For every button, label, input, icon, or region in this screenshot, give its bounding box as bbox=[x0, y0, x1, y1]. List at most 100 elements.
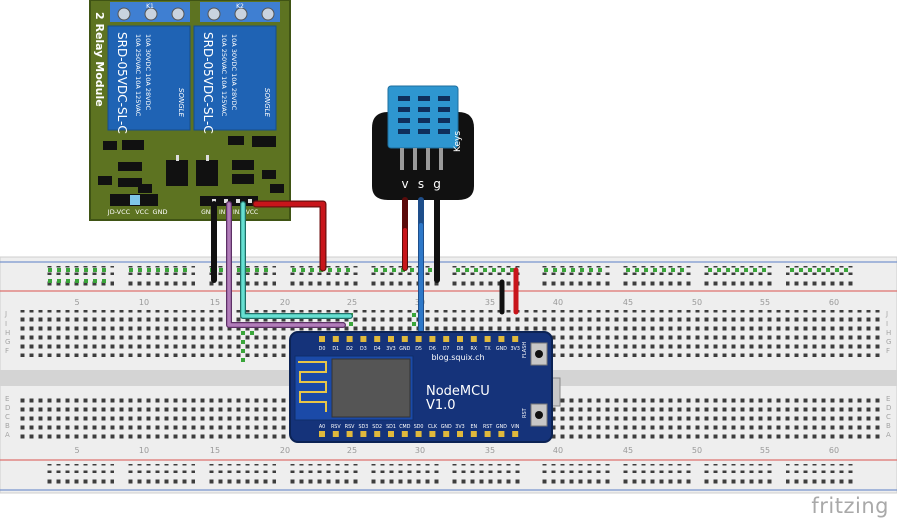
row-letter: E bbox=[5, 395, 9, 403]
nodemcu-pin bbox=[388, 431, 394, 437]
connected-hole bbox=[246, 268, 250, 272]
relay-tag-k1: K1 bbox=[146, 3, 154, 10]
nodemcu-pin bbox=[319, 336, 325, 342]
connected-hole bbox=[301, 268, 305, 272]
connected-hole bbox=[84, 279, 88, 283]
row-letters: J I H G F E D C B A J I H G F E D C B A bbox=[4, 310, 891, 439]
connected-hole bbox=[102, 268, 106, 272]
connected-hole bbox=[580, 268, 584, 272]
connected-hole bbox=[93, 279, 97, 283]
connected-hole bbox=[250, 331, 254, 335]
row-letter: H bbox=[5, 329, 10, 337]
connected-hole bbox=[292, 268, 296, 272]
connected-hole bbox=[328, 268, 332, 272]
connected-hole bbox=[544, 268, 548, 272]
connected-hole bbox=[241, 349, 245, 353]
nodemcu-pin-label: 3V3 bbox=[455, 424, 464, 430]
connected-hole bbox=[57, 268, 61, 272]
connected-hole bbox=[156, 268, 160, 272]
connected-hole bbox=[835, 268, 839, 272]
row-letter: A bbox=[886, 431, 891, 439]
header-pin-label: GND bbox=[201, 209, 215, 216]
connected-hole bbox=[501, 268, 505, 272]
column-number-top: 15 bbox=[210, 298, 220, 307]
connected-hole bbox=[75, 268, 79, 272]
connected-hole bbox=[57, 279, 61, 283]
connected-hole bbox=[241, 340, 245, 344]
connected-hole bbox=[174, 268, 178, 272]
connected-hole bbox=[241, 331, 245, 335]
nodemcu-pin-label: SD2 bbox=[372, 424, 382, 430]
board-version: V1.0 bbox=[426, 398, 456, 413]
nodemcu-pin-label: EN bbox=[470, 424, 477, 430]
connected-hole bbox=[662, 268, 666, 272]
nodemcu-pin bbox=[457, 431, 463, 437]
nodemcu-pin-label: A0 bbox=[319, 424, 325, 430]
jumper-label: VCC bbox=[135, 208, 149, 216]
connected-hole bbox=[753, 268, 757, 272]
connected-hole bbox=[708, 268, 712, 272]
nodemcu-pin-label: GND bbox=[496, 424, 507, 430]
jumper-cap bbox=[130, 195, 140, 205]
connected-hole bbox=[571, 268, 575, 272]
connected-hole bbox=[165, 268, 169, 272]
flash-button-cap bbox=[535, 350, 543, 358]
connected-hole bbox=[48, 279, 52, 283]
row-letter: H bbox=[886, 329, 891, 337]
connected-hole bbox=[392, 268, 396, 272]
column-number-bottom: 10 bbox=[139, 446, 149, 455]
relay-model-label: SRD-05VDC-SL-C bbox=[115, 32, 129, 134]
nodemcu-pin bbox=[319, 431, 325, 437]
header-pin-label: IN1 bbox=[219, 209, 229, 216]
row-letter: B bbox=[886, 422, 891, 430]
relay-brand-label: SONGLE bbox=[263, 88, 271, 118]
reset-button-label: RST bbox=[522, 407, 528, 418]
connected-hole bbox=[349, 322, 353, 326]
relay-k2: SRD-05VDC-SL-C 10A 250VAC 10A 125VAC 10A… bbox=[193, 25, 277, 134]
sensor-pin-label: v bbox=[401, 177, 408, 191]
column-number-top: 60 bbox=[829, 298, 839, 307]
board-name: NodeMCU bbox=[426, 384, 490, 399]
nodemcu-pin-label: 3V3 bbox=[511, 346, 520, 352]
row-letter: I bbox=[5, 320, 7, 328]
nodemcu-pin-label: D2 bbox=[346, 346, 353, 352]
nodemcu-pin-label: GND bbox=[399, 346, 410, 352]
nodemcu-pin bbox=[374, 336, 381, 342]
column-number-top: 50 bbox=[692, 298, 702, 307]
nodemcu-pin bbox=[401, 336, 408, 342]
connected-hole bbox=[598, 268, 602, 272]
connected-hole bbox=[510, 268, 514, 272]
connected-hole bbox=[374, 268, 378, 272]
connected-hole bbox=[635, 268, 639, 272]
connected-hole bbox=[844, 268, 848, 272]
nodemcu-pin-label: SD1 bbox=[386, 424, 396, 430]
nodemcu-pin-label: D7 bbox=[443, 346, 450, 352]
module-title: 2 Relay Module bbox=[93, 12, 106, 107]
connected-hole bbox=[346, 268, 350, 272]
connected-hole bbox=[219, 268, 223, 272]
nodemcu-pin-label: RSV bbox=[345, 424, 355, 430]
connected-hole bbox=[653, 268, 657, 272]
row-letter: C bbox=[886, 413, 891, 421]
relay-tag-k2: K2 bbox=[236, 3, 244, 10]
connected-hole bbox=[817, 268, 821, 272]
nodemcu-pin bbox=[457, 336, 463, 342]
row-letter: F bbox=[5, 347, 9, 355]
nodemcu-pin-label: D6 bbox=[429, 346, 436, 352]
connected-hole bbox=[93, 268, 97, 272]
connected-hole bbox=[589, 268, 593, 272]
row-letter: I bbox=[886, 320, 888, 328]
connected-hole bbox=[75, 279, 79, 283]
nodemcu-pin-label: RST bbox=[483, 424, 492, 430]
connected-hole bbox=[717, 268, 721, 272]
connected-hole bbox=[428, 268, 432, 272]
relay-components bbox=[98, 136, 284, 193]
wire-relay-in1 bbox=[227, 202, 345, 327]
connected-hole bbox=[562, 268, 566, 272]
connected-hole bbox=[102, 279, 106, 283]
antenna-trace bbox=[298, 361, 327, 412]
dht-sensor: v s g Keys bbox=[372, 85, 474, 200]
nodemcu-pin bbox=[484, 431, 491, 437]
nodemcu-pin-label: D1 bbox=[332, 346, 339, 352]
